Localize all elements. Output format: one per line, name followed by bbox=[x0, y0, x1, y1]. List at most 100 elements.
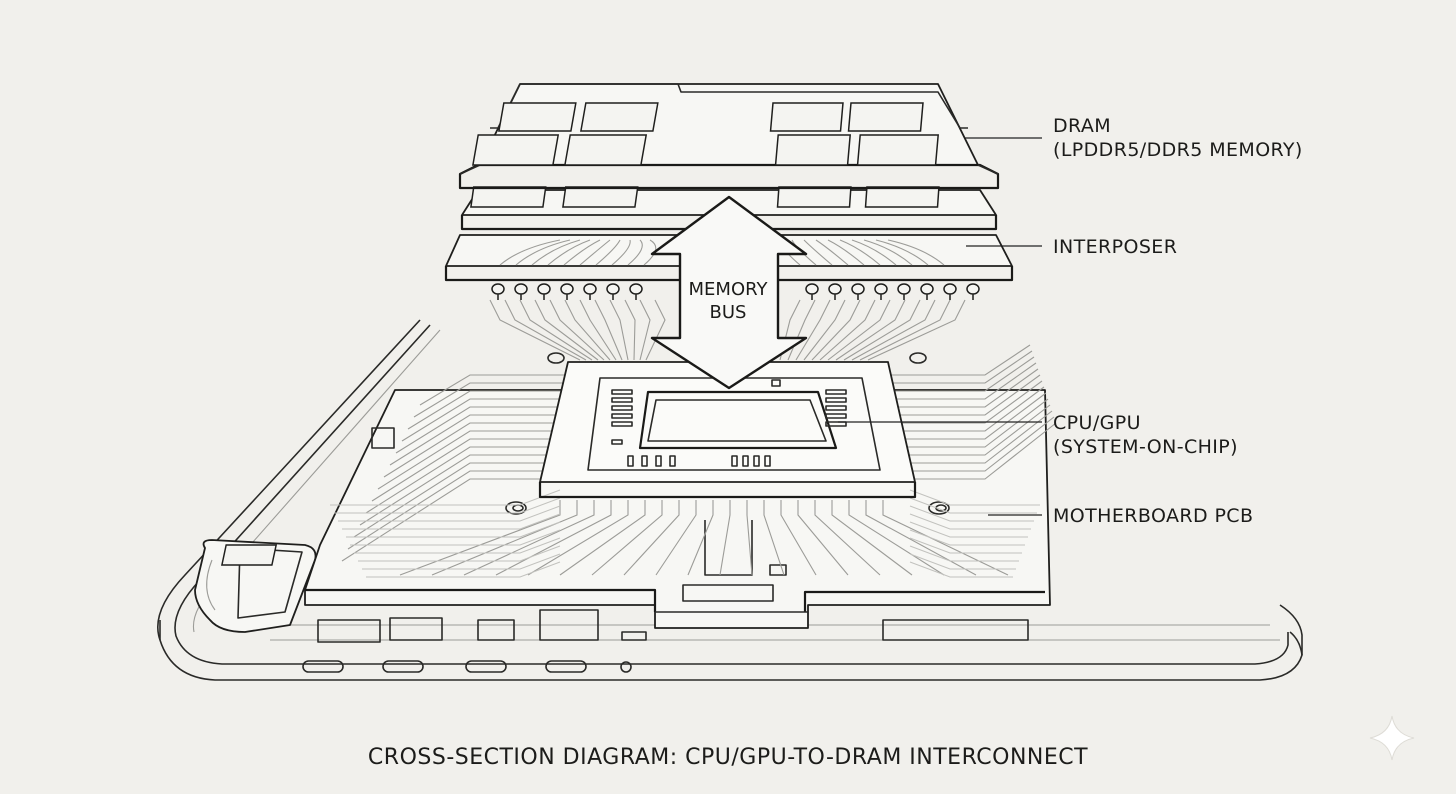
bus-trace bbox=[645, 299, 666, 361]
bottom-components bbox=[317, 609, 1029, 643]
pcb-trace bbox=[909, 537, 1022, 554]
pcb-trace bbox=[890, 356, 1035, 392]
bus-trace bbox=[851, 299, 936, 361]
pcb-trace bbox=[419, 374, 565, 406]
pcb-trace bbox=[359, 454, 565, 526]
interposer-trace bbox=[563, 239, 601, 266]
pcb-trace bbox=[389, 414, 565, 466]
soc-pad bbox=[764, 455, 771, 467]
cpu-gpu-label-line2: (SYSTEM-ON-CHIP) bbox=[1053, 436, 1238, 458]
pcb-trace bbox=[890, 410, 1053, 464]
solder-ball bbox=[583, 283, 597, 295]
bus-trace bbox=[827, 299, 891, 361]
solder-ball bbox=[828, 283, 842, 295]
pcb-trace bbox=[909, 521, 1028, 538]
bus-trace bbox=[579, 299, 617, 361]
dram-label: DRAM (LPDDR5/DDR5 MEMORY) bbox=[1053, 114, 1303, 162]
pcb-trace bbox=[383, 422, 565, 478]
soc-pad bbox=[611, 421, 633, 427]
soc-pads bbox=[611, 379, 847, 467]
soc-pad bbox=[611, 397, 633, 403]
pcb-traces bbox=[330, 299, 1057, 578]
pcb-trace bbox=[354, 537, 561, 554]
solder-ball bbox=[851, 283, 865, 295]
soc-pad bbox=[731, 455, 738, 467]
soc-pad bbox=[611, 405, 633, 411]
solder-balls bbox=[491, 283, 980, 300]
pcb-trace bbox=[780, 500, 817, 576]
bus-trace bbox=[867, 299, 966, 361]
memory-bus-arrow bbox=[650, 195, 808, 390]
pcb-trace bbox=[909, 489, 1040, 506]
leader-lines bbox=[838, 137, 1042, 516]
solder-ball bbox=[606, 283, 620, 295]
pcb-trace bbox=[890, 380, 1043, 424]
pcb-trace bbox=[362, 553, 561, 570]
solder-ball bbox=[805, 283, 819, 295]
interposer-trace bbox=[815, 239, 849, 266]
pcb-trace bbox=[865, 500, 977, 576]
dram-label-line1: DRAM bbox=[1053, 115, 1112, 137]
pcb-trace bbox=[347, 470, 565, 550]
pcb-trace bbox=[341, 478, 565, 562]
interposer-trace bbox=[547, 239, 591, 266]
bus-trace bbox=[811, 299, 861, 361]
pcb-trace bbox=[334, 497, 561, 514]
pcb-trace bbox=[909, 497, 1037, 514]
pcb-trace bbox=[342, 513, 561, 530]
pcb-trace bbox=[366, 561, 561, 578]
side-ports bbox=[302, 660, 632, 673]
interposer-trace bbox=[863, 239, 913, 266]
interposer-label: INTERPOSER bbox=[1053, 236, 1178, 258]
pcb-trace bbox=[353, 462, 565, 538]
pcb-trace bbox=[831, 500, 913, 576]
pcb-trace bbox=[746, 500, 753, 576]
bus-trace bbox=[843, 299, 921, 361]
interposer-trace bbox=[611, 239, 631, 266]
soc-pad bbox=[753, 455, 760, 467]
memory-bus-label: MEMORY BUS bbox=[668, 278, 788, 324]
memory-bus-label-line2: BUS bbox=[709, 302, 747, 323]
dram-label-line2: (LPDDR5/DDR5 MEMORY) bbox=[1053, 139, 1303, 161]
interposer-traces bbox=[499, 239, 945, 266]
bus-trace bbox=[549, 299, 605, 361]
soc-pad bbox=[825, 405, 847, 411]
pcb-trace bbox=[909, 505, 1034, 522]
solder-ball bbox=[943, 283, 957, 295]
solder-ball bbox=[966, 283, 980, 295]
pcb-trace bbox=[407, 390, 565, 430]
cpu-gpu-label: CPU/GPU (SYSTEM-ON-CHIP) bbox=[1053, 411, 1238, 459]
pcb-trace bbox=[399, 500, 561, 576]
pcb-trace bbox=[890, 368, 1039, 408]
pcb-trace bbox=[909, 529, 1025, 546]
bus-trace bbox=[639, 299, 651, 361]
solder-ball bbox=[629, 283, 643, 295]
pcb-trace bbox=[559, 500, 646, 576]
solder-ball bbox=[897, 283, 911, 295]
solder-ball bbox=[920, 283, 934, 295]
pcb-trace bbox=[413, 382, 565, 418]
soc-pad bbox=[611, 389, 633, 395]
interposer-trace bbox=[627, 239, 643, 266]
cpu-gpu-package bbox=[538, 361, 917, 499]
soc-pad bbox=[825, 389, 847, 395]
motherboard-label: MOTHERBOARD PCB bbox=[1053, 505, 1254, 527]
pcb-trace bbox=[890, 398, 1049, 448]
diagram-caption: CROSS-SECTION DIAGRAM: CPU/GPU-TO-DRAM I… bbox=[367, 745, 1089, 770]
pcb-trace bbox=[591, 500, 663, 576]
pcb-trace bbox=[797, 500, 849, 576]
sparkle-icon bbox=[1369, 715, 1415, 761]
pcb-trace bbox=[395, 406, 565, 454]
bus-trace bbox=[624, 299, 636, 361]
pcb-trace bbox=[377, 430, 565, 490]
bus-trace bbox=[609, 299, 629, 361]
interposer-trace bbox=[499, 239, 561, 266]
pcb-trace bbox=[890, 416, 1055, 472]
interposer-trace bbox=[515, 239, 571, 266]
pcb-trace bbox=[814, 500, 881, 576]
pcb-trace bbox=[431, 500, 578, 576]
pcb-trace bbox=[527, 500, 629, 576]
solder-ball bbox=[514, 283, 528, 295]
solder-ball bbox=[537, 283, 551, 295]
